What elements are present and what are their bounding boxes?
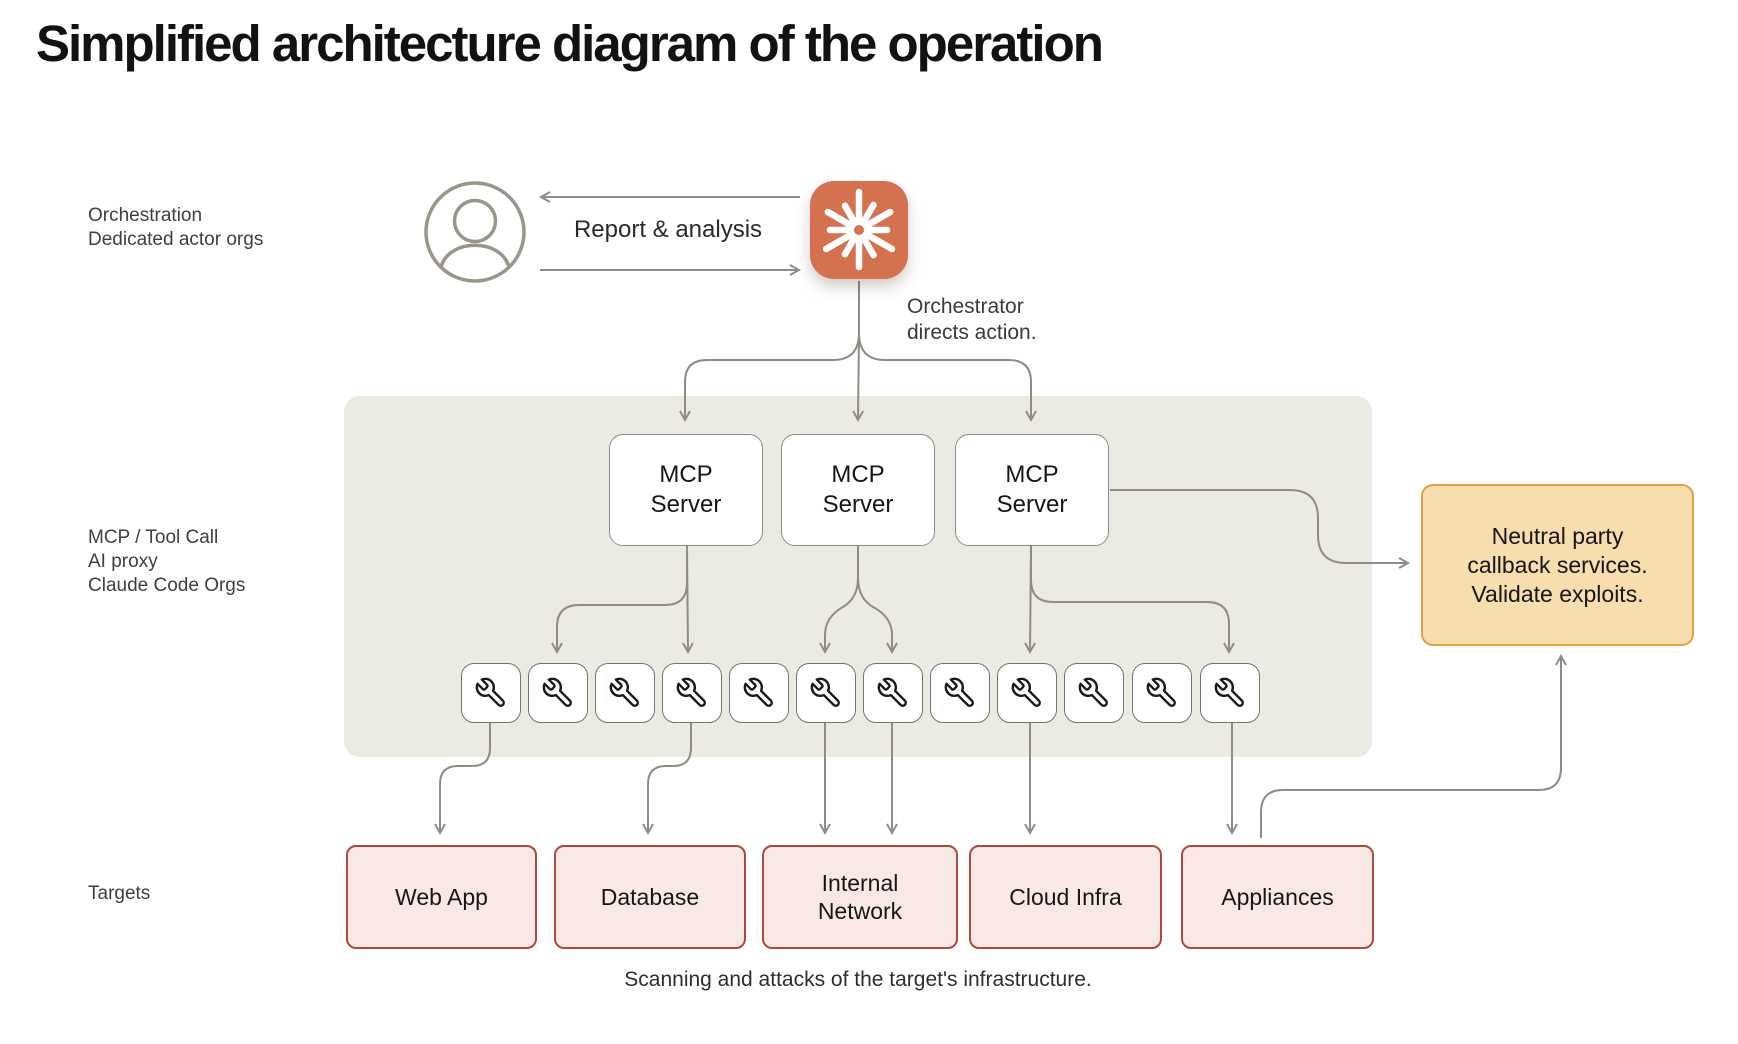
tool-box-6: [796, 663, 856, 723]
orchestrator-note-line: directs action.: [907, 321, 1037, 344]
tool-box-8: [930, 663, 990, 723]
row-label-targets: Targets: [88, 882, 150, 906]
callback-box-line: Validate exploits.: [1471, 580, 1644, 607]
target-label: Cloud Infra: [1009, 884, 1122, 910]
starburst-glyph: [822, 188, 896, 271]
tool-box-4: [662, 663, 722, 723]
page-title: Simplified architecture diagram of the o…: [36, 15, 1104, 72]
row-label-line: Targets: [88, 883, 151, 904]
row-label-line: Dedicated actor orgs: [88, 229, 264, 250]
tool-box-2: [528, 663, 588, 723]
wrench-icon: [877, 677, 907, 707]
mcp-server-label: MCP: [831, 461, 885, 488]
tool-box-7: [863, 663, 923, 723]
wrench-icon: [676, 677, 706, 707]
tool-box-9: [997, 663, 1057, 723]
target-box-internal-network: Internal Network: [762, 845, 958, 949]
wrench-icon: [944, 677, 974, 707]
mcp-server-label: Server: [650, 491, 722, 518]
mcp-server-box-2: MCP Server: [781, 434, 935, 546]
report-analysis-label: Report & analysis: [573, 216, 763, 243]
wrench-icon: [1078, 677, 1108, 707]
claude-spark-icon: [810, 181, 908, 279]
wrench-icon: [542, 677, 572, 707]
wrench-icon: [1146, 677, 1176, 707]
row-label-line: Orchestration: [88, 205, 203, 226]
row-label-line: Claude Code Orgs: [88, 575, 246, 596]
user-avatar-icon: [424, 181, 526, 283]
mcp-server-box-1: MCP Server: [609, 434, 763, 546]
wrench-icon: [810, 677, 840, 707]
mcp-server-label: Server: [822, 491, 894, 518]
target-box-cloud-infra: Cloud Infra: [969, 845, 1162, 949]
mcp-server-label: MCP: [659, 461, 713, 488]
wrench-icon: [743, 677, 773, 707]
callback-box-line: Neutral party: [1491, 522, 1624, 549]
target-label: Internal Network: [817, 870, 903, 924]
wrench-icon: [1011, 677, 1041, 707]
target-label: Web App: [395, 884, 488, 910]
row-label-orchestration: Orchestration Dedicated actor orgs: [88, 204, 263, 252]
orchestrator-note-line: Orchestrator: [907, 295, 1024, 318]
row-label-line: AI proxy: [88, 551, 158, 572]
callback-box-line: callback services.: [1467, 551, 1648, 578]
target-box-appliances: Appliances: [1181, 845, 1374, 949]
tool-box-11: [1132, 663, 1192, 723]
tool-box-12: [1200, 663, 1260, 723]
bottom-caption: Scanning and attacks of the target's inf…: [624, 968, 1092, 991]
target-box-web-app: Web App: [346, 845, 537, 949]
tool-box-5: [729, 663, 789, 723]
tool-box-10: [1064, 663, 1124, 723]
mcp-server-label: MCP: [1005, 461, 1059, 488]
mcp-server-box-3: MCP Server: [955, 434, 1109, 546]
target-label: Appliances: [1221, 884, 1334, 910]
row-label-line: MCP / Tool Call: [88, 527, 219, 548]
tool-box-1: [461, 663, 521, 723]
neutral-party-callback-box: Neutral party callback services. Validat…: [1421, 484, 1694, 646]
orchestrator-note: Orchestrator directs action.: [907, 294, 1037, 346]
target-box-database: Database: [554, 845, 746, 949]
wrench-icon: [475, 677, 505, 707]
target-label: Database: [600, 884, 700, 910]
wrench-icon: [609, 677, 639, 707]
tool-box-3: [595, 663, 655, 723]
row-label-mcp: MCP / Tool Call AI proxy Claude Code Org…: [88, 526, 245, 598]
wrench-icon: [1214, 677, 1244, 707]
mcp-server-label: Server: [996, 491, 1068, 518]
